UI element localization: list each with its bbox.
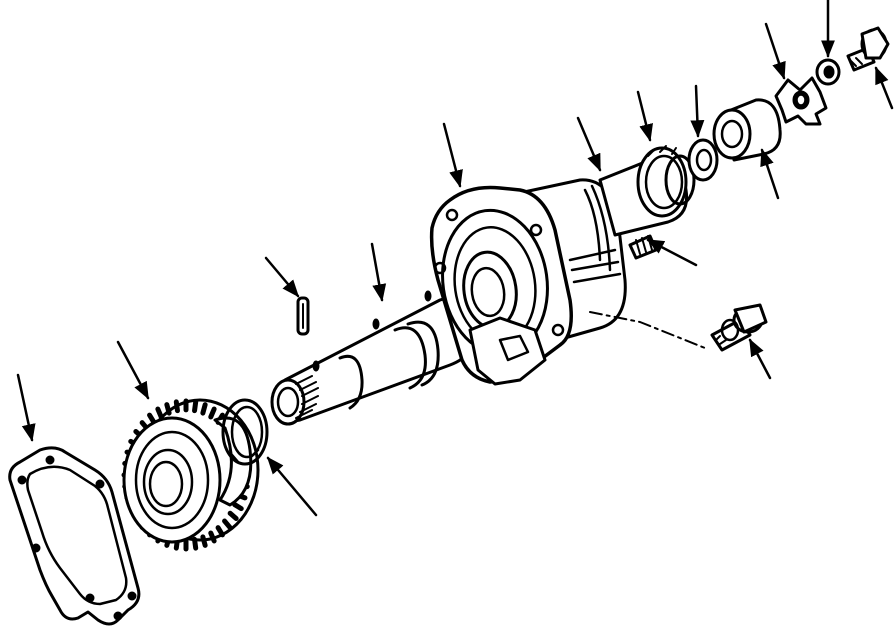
key-part bbox=[296, 296, 310, 336]
gear-tooth bbox=[222, 518, 233, 530]
snap-ring-part bbox=[221, 398, 269, 466]
gear-tooth bbox=[192, 399, 199, 414]
gear-tooth bbox=[232, 502, 244, 512]
leader-arrow bbox=[874, 66, 894, 110]
end-bolt-part bbox=[846, 26, 890, 72]
gear-tooth bbox=[208, 530, 217, 544]
leader-arrow bbox=[16, 373, 36, 442]
leader-arrow bbox=[370, 242, 387, 302]
leader-arrow bbox=[636, 90, 653, 142]
housing-bolt-part bbox=[710, 303, 768, 352]
gear-tooth bbox=[215, 525, 225, 538]
seal-part bbox=[687, 138, 719, 182]
gasket-part bbox=[8, 446, 141, 626]
coupling-part bbox=[774, 76, 828, 126]
leader-arrow bbox=[646, 238, 698, 267]
bearing-part bbox=[598, 145, 696, 237]
leader-arrow bbox=[442, 122, 463, 188]
leader-arrow bbox=[266, 456, 318, 517]
plug-part bbox=[628, 234, 658, 260]
leader-arrow bbox=[764, 22, 786, 80]
gear-tooth bbox=[155, 406, 164, 420]
gear-tooth bbox=[227, 510, 239, 521]
gear-tooth bbox=[164, 402, 172, 416]
spacer-part bbox=[712, 98, 782, 162]
gear-tooth bbox=[200, 402, 208, 416]
leader-arrow bbox=[576, 116, 602, 172]
center-line bbox=[589, 311, 706, 349]
gear-tooth bbox=[173, 399, 180, 414]
leader-arrow bbox=[690, 84, 705, 138]
gear-tooth bbox=[208, 406, 217, 420]
gear-part bbox=[121, 398, 260, 552]
leader-arrow bbox=[760, 148, 780, 200]
housing-part bbox=[429, 178, 627, 386]
washer-part bbox=[815, 58, 841, 86]
leader-arrow bbox=[264, 256, 300, 298]
leader-lines bbox=[16, 0, 894, 517]
leader-arrow bbox=[116, 340, 150, 400]
gear-tooth bbox=[200, 534, 208, 548]
leader-arrow bbox=[748, 338, 772, 380]
gear-tooth bbox=[192, 536, 199, 551]
